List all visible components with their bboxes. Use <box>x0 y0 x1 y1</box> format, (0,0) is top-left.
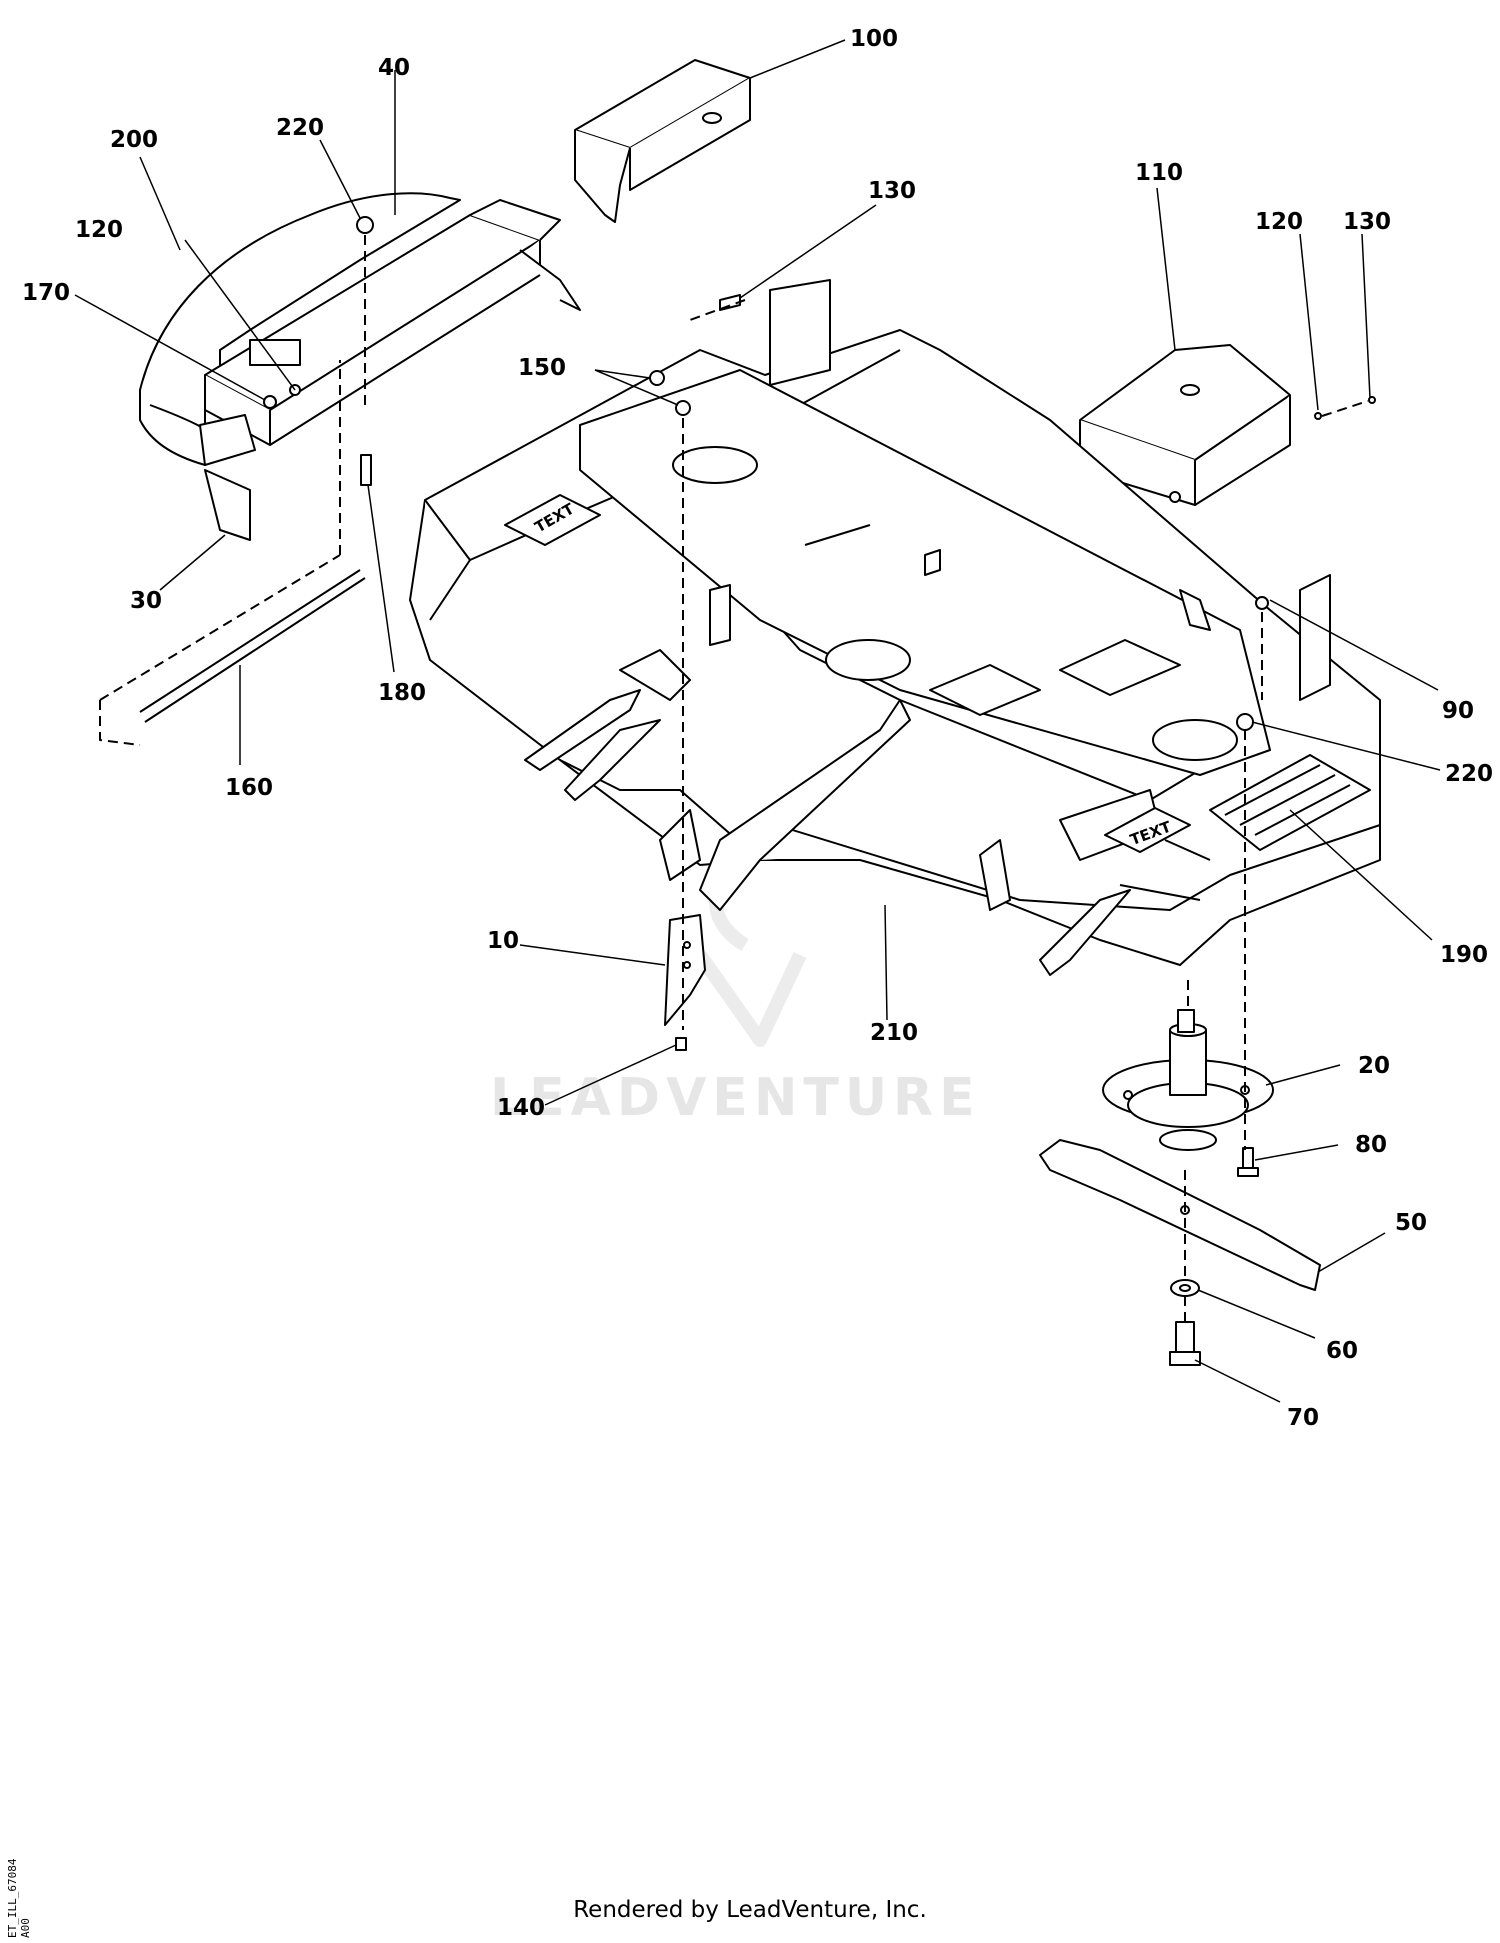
footer-credit: Rendered by LeadVenture, Inc. <box>573 1897 927 1923</box>
label-220-right[interactable]: 220 <box>1445 761 1493 787</box>
label-180[interactable]: 180 <box>378 680 426 706</box>
label-20[interactable]: 20 <box>1358 1053 1390 1079</box>
label-120-left[interactable]: 120 <box>75 217 123 243</box>
label-140[interactable]: 140 <box>497 1095 545 1121</box>
chute-bracket <box>199 199 581 541</box>
label-220-top[interactable]: 220 <box>276 115 324 141</box>
blade-washer <box>1170 1279 1200 1297</box>
watermark-text: LEADVENTURE <box>490 1068 981 1128</box>
label-60[interactable]: 60 <box>1326 1338 1358 1364</box>
label-130-mid[interactable]: 130 <box>868 178 916 204</box>
label-130-right[interactable]: 130 <box>1343 209 1391 235</box>
deflector-rod <box>99 360 366 746</box>
label-200[interactable]: 200 <box>110 127 158 153</box>
label-120-right[interactable]: 120 <box>1255 209 1303 235</box>
label-70[interactable]: 70 <box>1287 1405 1319 1431</box>
deck-foot-pad <box>1209 754 1371 851</box>
label-90[interactable]: 90 <box>1442 698 1474 724</box>
spindle-bolt <box>1237 1147 1259 1177</box>
spindle-cover <box>1079 344 1291 506</box>
callout-labels: 100 40 200 220 120 170 130 150 110 120 1… <box>22 26 1493 1431</box>
label-100[interactable]: 100 <box>850 26 898 52</box>
spindle-assembly <box>1102 1009 1274 1151</box>
blade-bolt <box>1169 1321 1201 1366</box>
deck-decal-left: TEXT <box>504 494 601 546</box>
label-40[interactable]: 40 <box>378 55 410 81</box>
label-10[interactable]: 10 <box>487 928 519 954</box>
label-210[interactable]: 210 <box>870 1020 918 1046</box>
deck-top-plate <box>579 369 1271 776</box>
belt-shield <box>574 59 751 223</box>
mower-blade <box>1039 1139 1321 1291</box>
label-160[interactable]: 160 <box>225 775 273 801</box>
label-190[interactable]: 190 <box>1440 942 1488 968</box>
assembly-center-lines <box>364 235 1369 1322</box>
anti-scalp-bracket <box>664 914 706 1026</box>
label-30[interactable]: 30 <box>130 588 162 614</box>
callout-leaders <box>74 39 1441 1403</box>
label-110[interactable]: 110 <box>1135 160 1183 186</box>
label-50[interactable]: 50 <box>1395 1210 1427 1236</box>
label-150[interactable]: 150 <box>518 355 566 381</box>
label-170[interactable]: 170 <box>22 280 70 306</box>
deck-hitch-brackets <box>524 279 1331 976</box>
label-80[interactable]: 80 <box>1355 1132 1387 1158</box>
